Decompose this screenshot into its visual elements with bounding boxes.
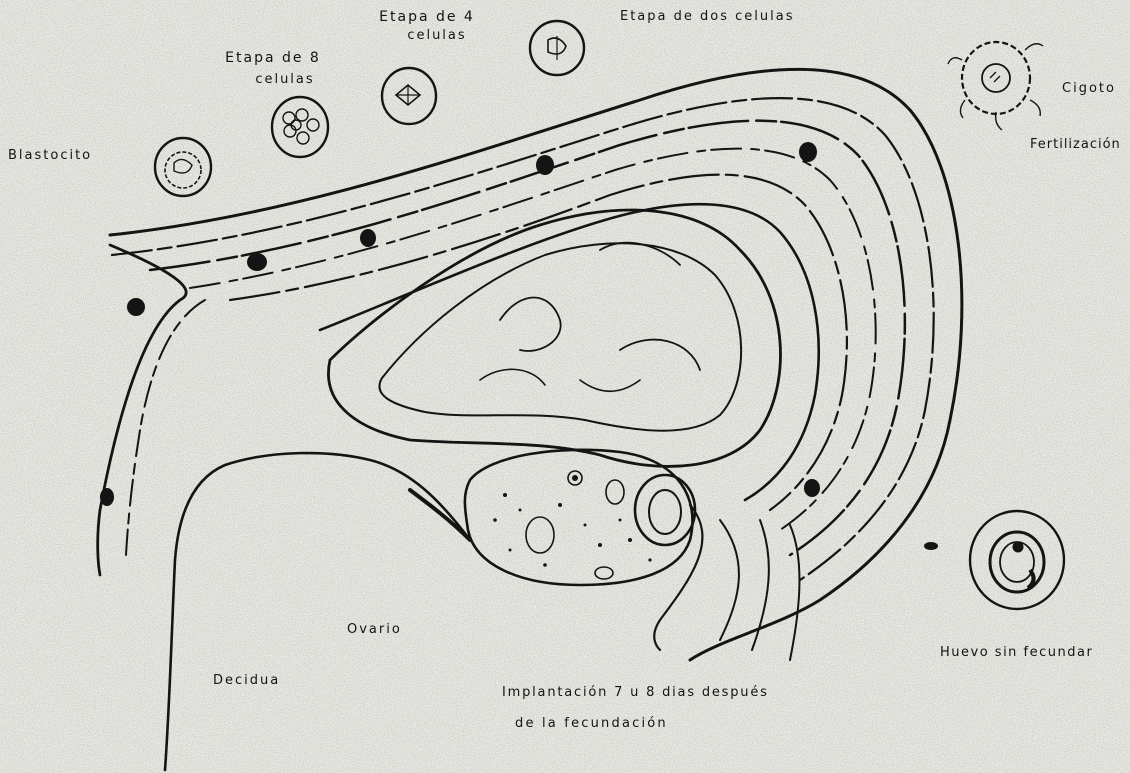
ovum-dot-3 [536,155,554,175]
label-implantacion-line1: Implantación 7 u 8 dias después [502,685,769,701]
ovum-dot-7 [804,479,820,497]
label-etapa-dos: Etapa de dos celulas [620,9,794,25]
label-ovario: Ovario [347,622,402,638]
label-etapa-4-line2: celulas [392,28,482,44]
label-fertilizacion: Fertilización [1030,137,1121,153]
label-etapa-8-line1: Etapa de 8 [218,50,328,67]
ovum-dot-5 [127,298,145,316]
label-etapa-8-line2: celulas [240,72,330,88]
ovum-dot-1 [247,253,267,271]
label-etapa-4-line1: Etapa de 4 [372,9,482,26]
label-huevo-sin-fecundar: Huevo sin fecundar [940,645,1093,661]
ovum-dot-8 [924,542,938,550]
label-decidua: Decidua [213,673,280,689]
ovum-dot-4 [799,142,817,162]
label-cigoto: Cigoto [1062,81,1116,97]
ovum-dot-6 [100,488,114,506]
label-implantacion-line2: de la fecundación [515,716,668,732]
ovum-dot-2 [360,229,376,247]
label-blastocito: Blastocito [8,148,92,164]
